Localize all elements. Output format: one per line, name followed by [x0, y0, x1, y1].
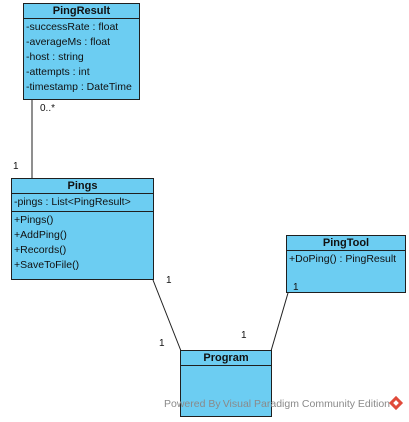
multiplicity-pings-top: 1 — [13, 161, 19, 172]
class-pingresult[interactable]: PingResult -successRate : float -average… — [23, 3, 140, 100]
multiplicity-pings-bottom: 1 — [166, 275, 172, 286]
watermark-text: Powered By Visual Paradigm Community Edi… — [164, 398, 391, 410]
multiplicity-program-left: 1 — [159, 338, 165, 349]
attribute: -timestamp : DateTime — [26, 81, 132, 93]
association-pings-program — [152, 279, 182, 352]
operation: +SaveToFile() — [14, 259, 80, 271]
operation: +Pings() — [14, 214, 54, 226]
class-program[interactable]: Program — [180, 350, 272, 417]
attribute: -averageMs : float — [26, 36, 111, 48]
multiplicity-program-right: 1 — [241, 330, 247, 341]
class-pingresult-attributes: -successRate : float -averageMs : float … — [24, 19, 139, 96]
class-program-name: Program — [181, 351, 271, 366]
class-pings-name: Pings — [12, 179, 153, 194]
class-pings-operations: +Pings() +AddPing() +Records() +SaveToFi… — [12, 212, 153, 274]
class-pings[interactable]: Pings -pings : List<PingResult> +Pings()… — [11, 178, 154, 280]
multiplicity-pingresult: 0..* — [40, 103, 56, 114]
operation: +DoPing() : PingResult — [289, 253, 397, 265]
operation: +AddPing() — [14, 229, 67, 241]
multiplicity-pingtool: 1 — [293, 282, 299, 293]
class-pings-attributes: -pings : List<PingResult> — [12, 194, 153, 212]
attribute: -attempts : int — [26, 66, 90, 78]
attribute: -pings : List<PingResult> — [14, 196, 131, 208]
class-pingresult-name: PingResult — [24, 4, 139, 19]
association-pingtool-program — [270, 292, 289, 352]
class-pingtool-operations: +DoPing() : PingResult — [287, 251, 405, 268]
class-pingtool-name: PingTool — [287, 236, 405, 251]
class-pingtool[interactable]: PingTool +DoPing() : PingResult — [286, 235, 406, 293]
attribute: -host : string — [26, 51, 84, 63]
attribute: -successRate : float — [26, 21, 119, 33]
operation: +Records() — [14, 244, 67, 256]
